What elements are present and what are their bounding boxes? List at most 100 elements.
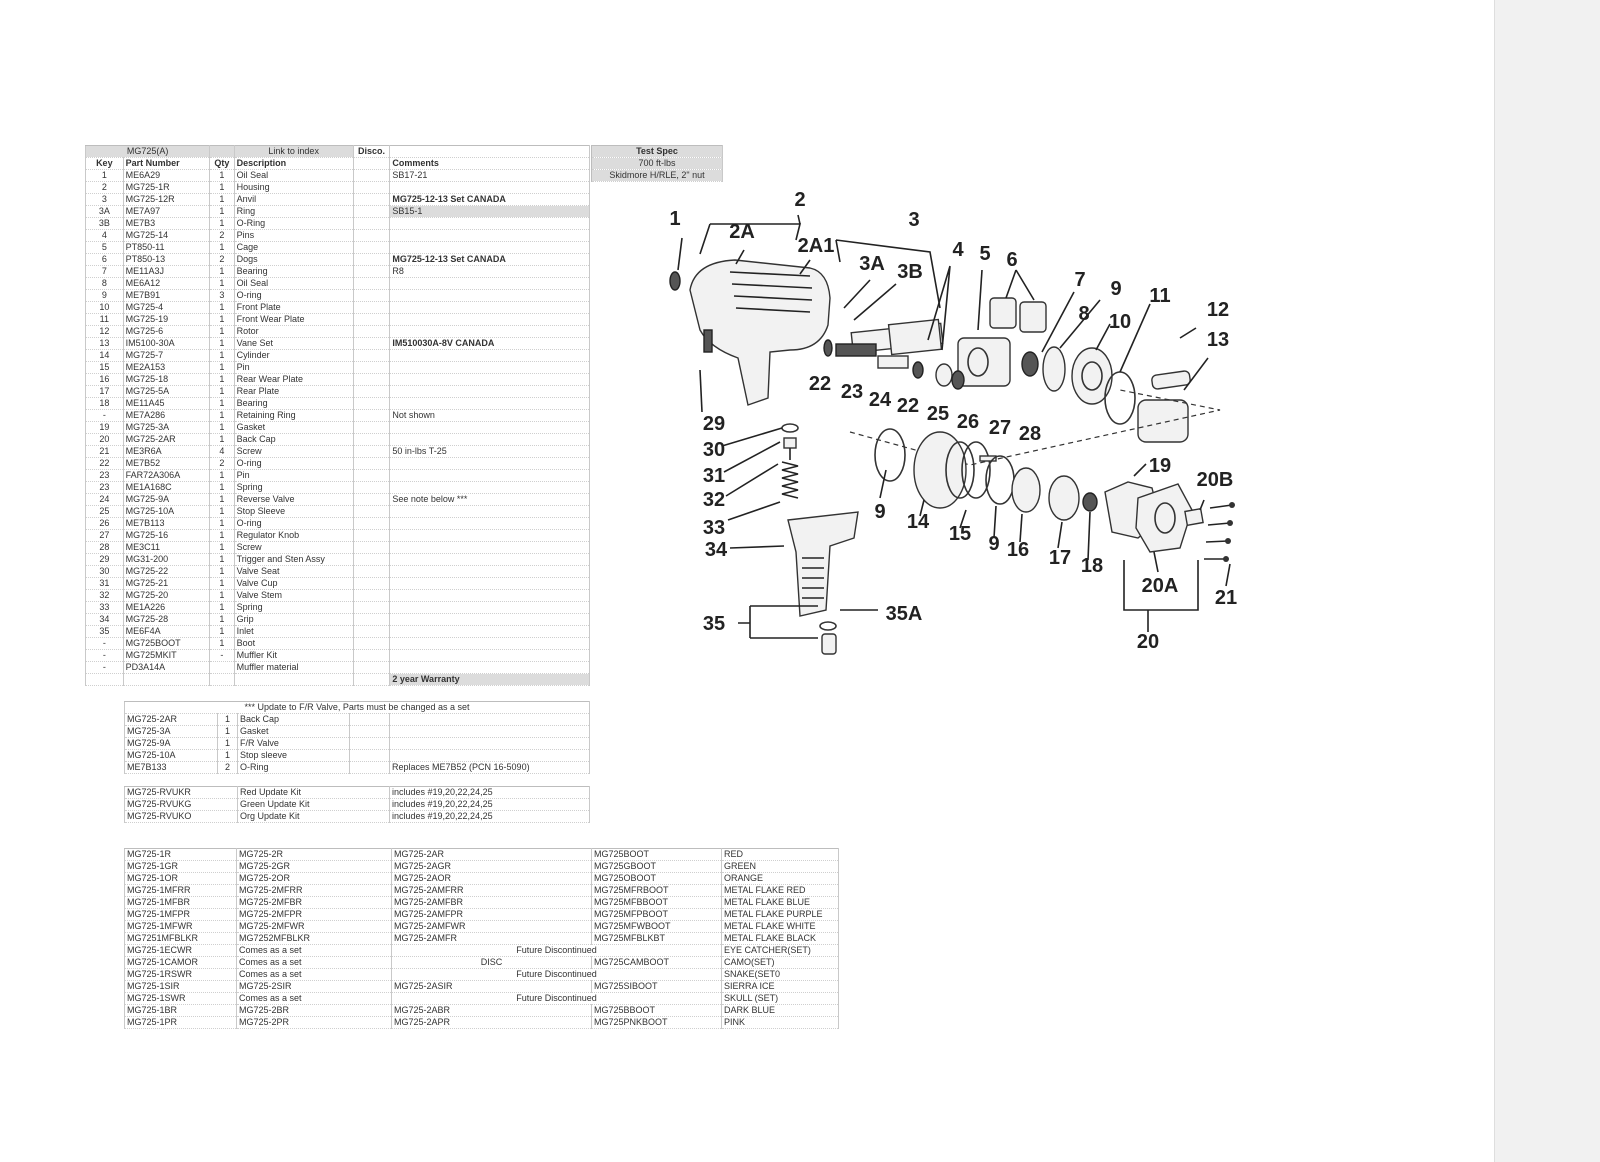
cell-comment xyxy=(389,505,590,518)
cell-part: MG725-2AR xyxy=(123,433,211,446)
cell-c4: MG725PNKBOOT xyxy=(591,1016,722,1029)
parts-list-table: MG725(A) Link to index Disco. Key Part N… xyxy=(84,145,590,686)
cell-comment: includes #19,20,22,24,25 xyxy=(389,810,590,823)
cell-desc: Screw xyxy=(234,445,354,458)
cell-c2: MG725-2SIR xyxy=(236,980,392,993)
qty-header: Qty xyxy=(209,157,235,170)
cell-qty: 1 xyxy=(209,577,235,590)
cell-key: 31 xyxy=(85,577,124,590)
cell-key: - xyxy=(85,649,124,662)
cell-desc: Anvil xyxy=(234,193,354,206)
cell-part: MG725-21 xyxy=(123,577,211,590)
test-spec-fixture: Skidmore H/RLE, 2" nut xyxy=(591,169,723,182)
cell-desc: O-ring xyxy=(234,289,354,302)
cell-comment: includes #19,20,22,24,25 xyxy=(389,798,590,811)
cell-qty: 1 xyxy=(209,181,235,194)
cell-desc: Reverse Valve xyxy=(234,493,354,506)
link-to-index-link[interactable]: Link to index xyxy=(234,145,354,158)
cell-part: MG725-1R xyxy=(123,181,211,194)
cell-c5: SIERRA ICE xyxy=(721,980,839,993)
cell-desc: Front Wear Plate xyxy=(234,313,354,326)
cell-key: 25 xyxy=(85,505,124,518)
cell-key: 16 xyxy=(85,373,124,386)
cell-part: PT850-13 xyxy=(123,253,211,266)
cell-desc: Gasket xyxy=(234,421,354,434)
test-spec-box: Test Spec 700 ft-lbs Skidmore H/RLE, 2" … xyxy=(591,145,723,182)
cell-c2: MG725-2OR xyxy=(236,872,392,885)
cell-desc: F/R Valve xyxy=(237,737,350,750)
table-title-row: MG725(A) Link to index Disco. xyxy=(84,145,590,158)
callout-label: 21 xyxy=(1215,587,1237,609)
cell-desc: O-Ring xyxy=(234,217,354,230)
cell-key: 22 xyxy=(85,457,124,470)
cell-part: ME6A29 xyxy=(123,169,211,182)
cell-part: ME11A45 xyxy=(123,397,211,410)
cell-comment xyxy=(389,421,590,434)
cell-part: MG725-9A xyxy=(123,493,211,506)
cell-comment xyxy=(389,373,590,386)
cell-c2: Comes as a set xyxy=(236,992,392,1005)
cell-desc: Pins xyxy=(234,229,354,242)
cell-qty: 1 xyxy=(209,493,235,506)
table-row: -MG725MKIT-Muffler Kit xyxy=(85,649,590,662)
cell-c1: MG725-1OR xyxy=(124,872,237,885)
cell-c2: Comes as a set xyxy=(236,956,392,969)
cell-desc: Green Update Kit xyxy=(237,798,390,811)
cell-comment xyxy=(389,229,590,242)
cell-part: PD3A14A xyxy=(123,661,211,674)
cell-part: MG725-3A xyxy=(124,725,218,738)
cell-c3: MG725-2AMFPR xyxy=(391,908,592,921)
cell-comment xyxy=(389,349,590,362)
cell-comment xyxy=(389,289,590,302)
cell-qty: 1 xyxy=(209,601,235,614)
cell-part: MG725-RVUKR xyxy=(124,786,238,799)
cell-desc: Stop Sleeve xyxy=(234,505,354,518)
cell-c3: DISC xyxy=(391,956,592,969)
cell-qty: 1 xyxy=(209,337,235,350)
cell-comment xyxy=(389,613,590,626)
cell-c5: SKULL (SET) xyxy=(721,992,839,1005)
cell-c3: MG725-2AR xyxy=(391,848,592,861)
cell-desc: Spring xyxy=(234,601,354,614)
callout-label: 24 xyxy=(869,389,892,411)
cell-key: 1 xyxy=(85,169,124,182)
callout-label: 33 xyxy=(703,517,725,539)
cell-comment: Not shown xyxy=(389,409,590,422)
callout-label: 20 xyxy=(1137,631,1159,653)
model-title: MG725(A) xyxy=(84,145,211,158)
callout-label: 2 xyxy=(794,189,805,211)
cell-desc: Rear Plate xyxy=(234,385,354,398)
cell-comment xyxy=(389,737,591,750)
cell-comment xyxy=(389,181,590,194)
cell-c5: METAL FLAKE RED xyxy=(721,884,839,897)
cell-comment xyxy=(389,469,590,482)
cell-c2: MG725-2MFBR xyxy=(236,896,392,909)
cell-part: ME7B52 xyxy=(123,457,211,470)
cell-part: ME7A286 xyxy=(123,409,211,422)
cell-desc: Valve Cup xyxy=(234,577,354,590)
cell-c3: MG725-2AMFWR xyxy=(391,920,592,933)
cell-key: 3B xyxy=(85,217,124,230)
cell-c4: MG725SIBOOT xyxy=(591,980,722,993)
cell-desc: Pin xyxy=(234,469,354,482)
cell-key: 11 xyxy=(85,313,124,326)
cell-c4: MG725CAMBOOT xyxy=(591,956,722,969)
cell-comment xyxy=(389,361,590,374)
cell-key: 9 xyxy=(85,289,124,302)
callout-label: 9 xyxy=(988,533,999,555)
